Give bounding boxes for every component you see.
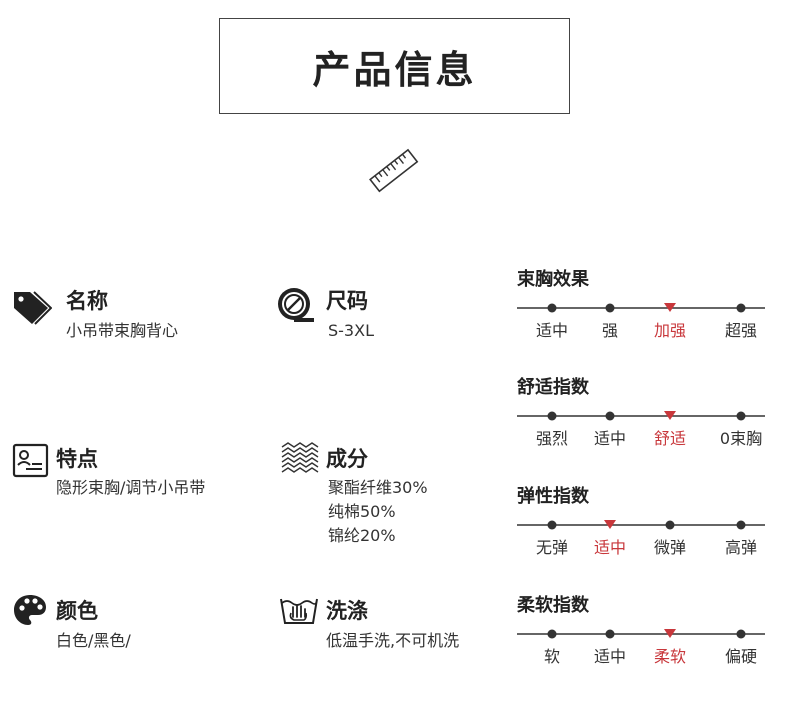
material-label: 成分 — [326, 447, 368, 471]
scale-dot — [605, 411, 615, 421]
scale-option-4: 0束胸 — [719, 429, 763, 448]
scale-option-2: 适中 — [593, 429, 627, 448]
ruler-icon — [369, 148, 419, 193]
tape-measure-icon — [278, 288, 314, 322]
scale-option-4: 高弹 — [724, 538, 758, 557]
scale-dot — [547, 629, 557, 639]
scale-title: 弹性指数 — [517, 486, 589, 507]
scale-marker-selected — [664, 303, 676, 312]
wash-value: 低温手洗,不可机洗 — [326, 631, 460, 650]
scale-option-3: 加强 — [653, 321, 687, 340]
scale-dot — [736, 303, 746, 313]
scale-title: 束胸效果 — [517, 269, 589, 290]
scale-option-1: 强烈 — [535, 429, 569, 448]
scale-track — [517, 411, 765, 421]
scale-option-1: 适中 — [535, 321, 569, 340]
scale-option-1: 软 — [543, 647, 561, 666]
tag-icon — [14, 291, 52, 325]
page-title: 产品信息 — [312, 47, 477, 92]
scale-option-4: 偏硬 — [724, 647, 758, 666]
scale-chest: 束胸效果 适中 强 加强 超强 — [517, 265, 765, 355]
scale-dot — [736, 629, 746, 639]
scale-option-2: 强 — [601, 321, 619, 340]
scale-dot — [547, 303, 557, 313]
scale-option-3: 微弹 — [653, 538, 687, 557]
scale-title: 柔软指数 — [517, 595, 589, 616]
name-label: 名称 — [66, 289, 108, 313]
scale-dot — [665, 520, 675, 530]
scale-elasticity: 弹性指数 无弹 适中 微弹 高弹 — [517, 482, 765, 572]
feature-label: 特点 — [56, 447, 98, 471]
scale-option-2: 适中 — [593, 647, 627, 666]
palette-icon — [14, 595, 46, 625]
hand-wash-icon — [280, 598, 318, 624]
scale-track — [517, 520, 765, 530]
scale-option-1: 无弹 — [535, 538, 569, 557]
scale-marker-selected — [664, 411, 676, 420]
material-value-2: 纯棉50% — [328, 502, 396, 521]
material-value-3: 锦纶20% — [328, 526, 396, 545]
title-box: 产品信息 — [219, 18, 570, 114]
scale-option-4: 超强 — [724, 321, 758, 340]
scale-dot — [736, 520, 746, 530]
scale-option-3: 舒适 — [653, 429, 687, 448]
size-label: 尺码 — [326, 289, 368, 313]
scale-dot — [736, 411, 746, 421]
scale-softness: 柔软指数 软 适中 柔软 偏硬 — [517, 591, 765, 681]
scale-comfort: 舒适指数 强烈 适中 舒适 0束胸 — [517, 373, 765, 463]
feature-value: 隐形束胸/调节小吊带 — [56, 478, 206, 497]
scale-dot — [547, 520, 557, 530]
color-label: 颜色 — [56, 599, 98, 623]
scale-marker-selected — [664, 629, 676, 638]
scale-option-3: 柔软 — [653, 647, 687, 666]
material-value-1: 聚酯纤维30% — [328, 478, 428, 497]
scale-option-2: 适中 — [593, 538, 627, 557]
scale-track — [517, 303, 765, 313]
scale-dot — [547, 411, 557, 421]
fabric-weave-icon — [281, 442, 319, 473]
scale-track — [517, 629, 765, 639]
name-value: 小吊带束胸背心 — [66, 321, 179, 340]
scale-dot — [605, 629, 615, 639]
scale-title: 舒适指数 — [517, 377, 589, 398]
id-card-icon — [12, 443, 49, 478]
wash-label: 洗涤 — [326, 599, 368, 623]
scale-dot — [605, 303, 615, 313]
size-value: S-3XL — [328, 321, 374, 340]
scale-marker-selected — [604, 520, 616, 529]
color-value: 白色/黑色/ — [56, 631, 131, 650]
